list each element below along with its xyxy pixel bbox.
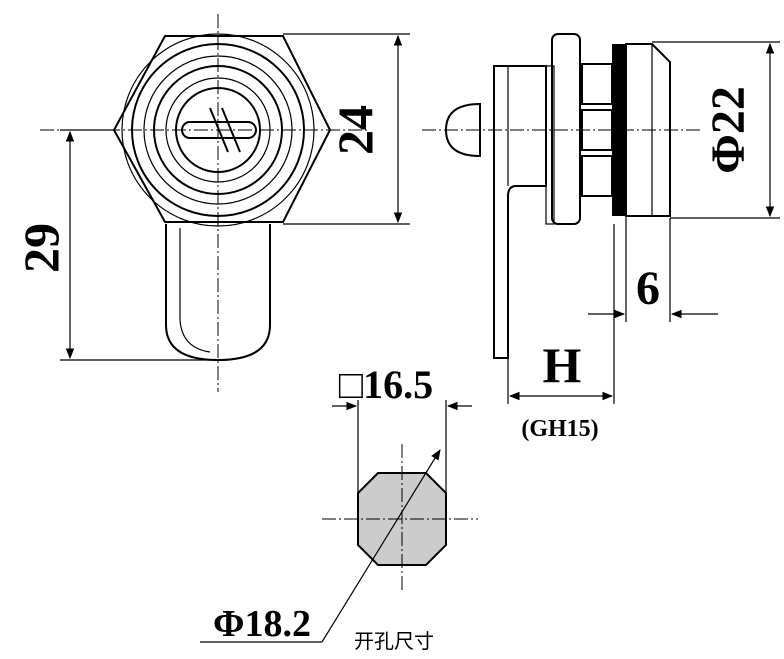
dim-offset-label: 6 xyxy=(636,262,660,315)
front-view: 24 29 xyxy=(13,14,410,392)
dim-square-label: □16.5 xyxy=(339,362,433,407)
dim-diameter-label: Φ22 xyxy=(702,86,755,174)
keyhole-notch-2 xyxy=(221,107,241,153)
side-flange xyxy=(551,33,581,225)
dim-width-label: 24 xyxy=(327,105,383,155)
side-thread-upper xyxy=(581,63,613,105)
dim-cutout-diameter-label: Φ18.2 xyxy=(213,603,311,645)
side-plate xyxy=(493,65,547,359)
side-knob xyxy=(444,102,481,158)
cutout-note: 开孔尺寸 xyxy=(354,629,434,653)
side-housing xyxy=(625,43,671,217)
dim-diameter-diagonal xyxy=(321,449,441,643)
model-label: (GH15) xyxy=(521,416,598,442)
side-flange-rim xyxy=(545,65,555,225)
dim-h-label: H xyxy=(543,337,582,393)
side-nut-band xyxy=(612,44,626,216)
side-thread-lower xyxy=(581,155,613,197)
cam-arm-shade xyxy=(179,228,211,353)
cutout-view: □16.5 Φ18.2 开孔尺寸 xyxy=(200,362,478,653)
dim-height-label: 29 xyxy=(13,223,69,273)
side-view: Φ22 6 H (GH15) xyxy=(422,33,780,442)
